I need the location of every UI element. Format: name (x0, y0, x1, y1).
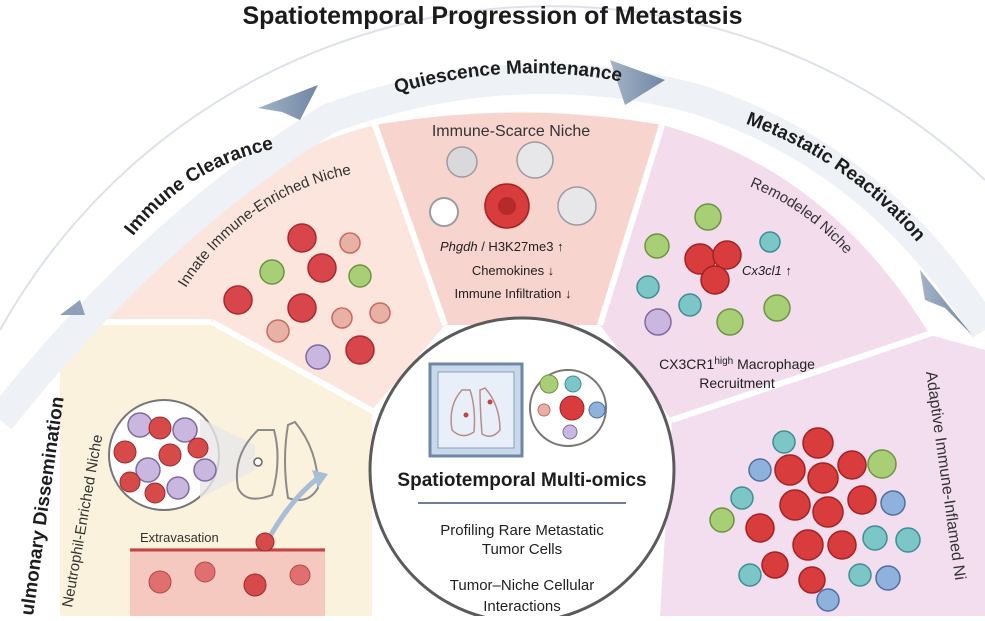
recruitment-label: Recruitment (699, 375, 775, 391)
tumor-cluster (745, 427, 877, 594)
macrophage-cells (709, 449, 897, 533)
chemokines-label: Chemokines ↓ (472, 263, 554, 278)
neutrophil-cells (127, 412, 217, 500)
neutrophil-cell (305, 344, 331, 370)
innate-niche-art (223, 223, 391, 370)
center-line-4: Interactions (483, 598, 561, 615)
extravasation-arrow (265, 476, 320, 542)
stage-arrow-2 (258, 85, 318, 120)
outer-ring (0, 5, 985, 331)
center-line-3: Tumor–Niche Cellular (450, 577, 595, 594)
center-panel: Spatiotemporal Multi-omics Profiling Rar… (368, 316, 676, 621)
niche-label-immune-scarce: Immune-Scarce Niche (432, 123, 590, 140)
neutrophil-niche-art: Extravasation (108, 399, 328, 618)
t-cells (730, 430, 921, 587)
remodeled-niche-art: Cx3cl1 ↑ CX3CR1high Macrophage Recruitme… (636, 203, 815, 391)
tumor-cells-spiky (223, 223, 375, 365)
dendritic-cells (748, 458, 906, 612)
tumor-cells (113, 416, 209, 504)
center-line-1: Profiling Rare Metastatic (440, 522, 604, 539)
center-title: Spatiotemporal Multi-omics (397, 470, 646, 491)
tumor-cells-round (266, 232, 391, 343)
phgdh-label: Phgdh / H3K27me3 ↑ (440, 239, 564, 254)
page-title: Spatiotemporal Progression of Metastasis (242, 2, 743, 30)
sector-remodeled (600, 125, 930, 420)
slide-lung-outline (450, 387, 501, 437)
extravasating-cell (255, 532, 275, 552)
infiltration-label: Immune Infiltration ↓ (454, 286, 571, 301)
extravasation-label: Extravasation (140, 530, 219, 545)
macrophage-cells (259, 259, 372, 288)
lung-outline (235, 420, 320, 501)
stage-arrow-1 (60, 300, 85, 315)
cx3cr1-label: CX3CR1high Macrophage (659, 356, 815, 373)
lung-lesion-marker (253, 457, 263, 467)
center-line-2: Tumor Cells (482, 541, 562, 558)
adaptive-niche-art (709, 427, 921, 612)
stage-arrow-4 (920, 270, 972, 335)
immune-scarce-art: Phgdh / H3K27me3 ↑ Chemokines ↓ Immune I… (429, 141, 597, 301)
cx3cl1-label: Cx3cl1 ↑ (742, 263, 792, 278)
zoom-cone (200, 418, 255, 498)
stage-band (0, 63, 985, 430)
stage-arrow-3 (610, 60, 665, 105)
